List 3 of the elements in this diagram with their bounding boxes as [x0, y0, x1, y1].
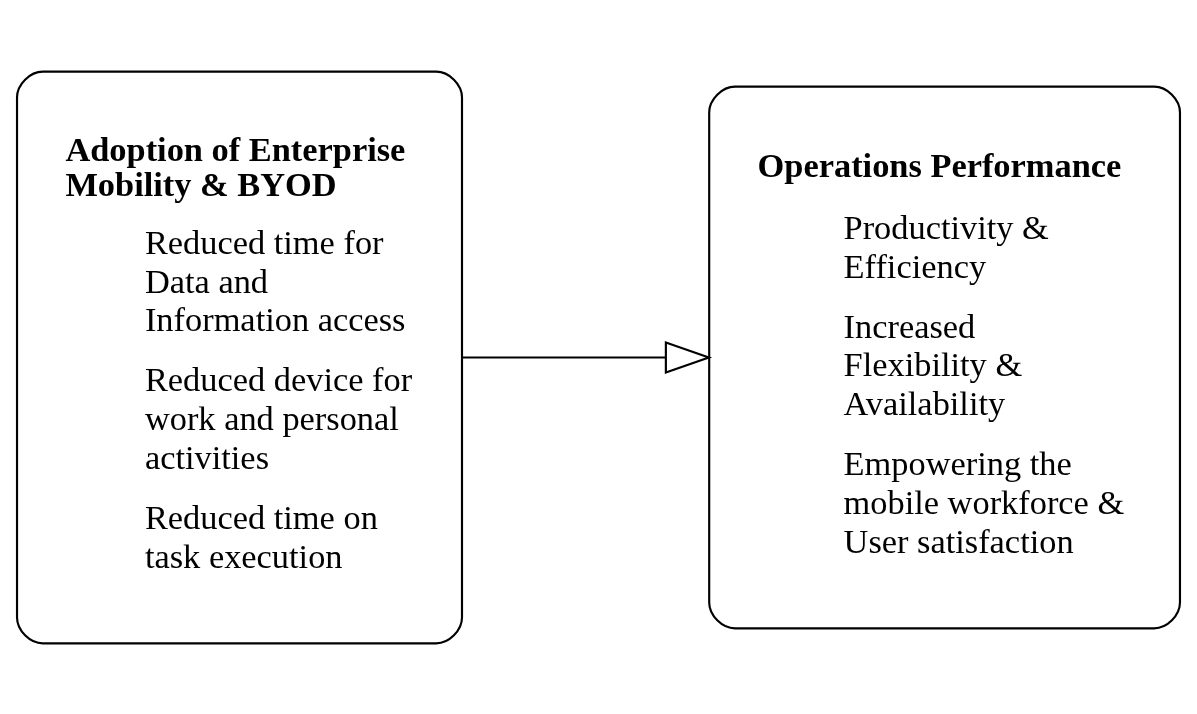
node-box: Operations Performance Productivity & Efficiency Increased Flexibility & Availability Empowering the mobile workforce & User satisfaction — [708, 85, 1182, 629]
node-box: Adoption of Enterprise Mobility & BYOD Reduced time for Data and Information access Reduced device for work and personal activities Reduced time on task execution — [15, 70, 464, 644]
arrow — [462, 340, 713, 374]
